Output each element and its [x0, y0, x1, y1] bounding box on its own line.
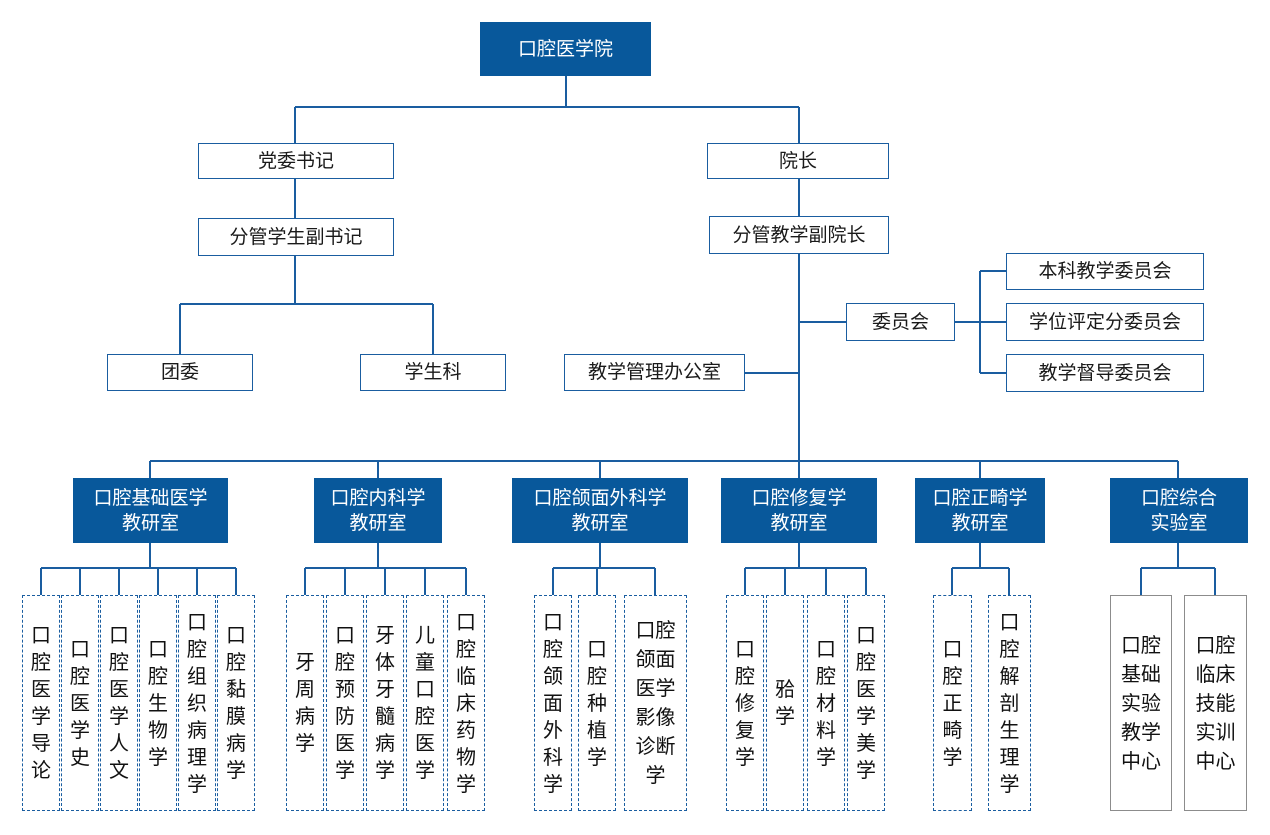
- course-label: 口腔修复学: [735, 636, 755, 769]
- course-label: 𬌗学: [775, 677, 795, 728]
- committee-label: 委员会: [871, 310, 929, 333]
- course-node: 儿童口腔医学: [406, 595, 444, 811]
- course-node: 口腔组织病理学: [178, 595, 216, 811]
- course-label: 口腔颌面医学影像诊断学: [635, 618, 676, 787]
- subcommittee-label: 本科教学委员会: [1038, 260, 1172, 282]
- course-node: 口腔黏膜病学: [217, 595, 255, 811]
- course-label: 口腔医学人文: [109, 623, 129, 782]
- course-node: 口腔修复学: [726, 595, 764, 811]
- department-node: 口腔基础医学 教研室: [73, 478, 228, 543]
- center-node: 口腔基础实验教学中心: [1110, 595, 1172, 811]
- course-label: 口腔材料学: [816, 636, 836, 769]
- department-node: 口腔正畸学 教研室: [915, 478, 1045, 543]
- course-label: 儿童口腔医学: [415, 623, 435, 782]
- course-label: 口腔预防医学: [335, 623, 355, 782]
- department-name: 口腔基础医学: [93, 486, 208, 509]
- department-name: 口腔正畸学: [932, 486, 1028, 509]
- course-node: 口腔医学导论: [22, 595, 60, 811]
- committee-node: 委员会: [846, 303, 955, 341]
- center-label: 口腔临床技能实训中心: [1195, 632, 1236, 773]
- course-node: 口腔种植学: [578, 595, 616, 811]
- department-name: 口腔内科学: [330, 486, 426, 509]
- course-node: 口腔医学人文: [100, 595, 138, 811]
- subcommittee-node: 教学督导委员会: [1006, 354, 1204, 392]
- course-node: 口腔临床药物学: [447, 595, 485, 811]
- youth-league-node: 团委: [107, 354, 253, 391]
- course-label: 口腔种植学: [587, 636, 607, 769]
- course-node: 口腔生物学: [139, 595, 177, 811]
- course-label: 口腔正畸学: [942, 636, 963, 769]
- subcommittee-label: 学位评定分委员会: [1028, 310, 1181, 333]
- department-name: 口腔颌面外科学: [533, 486, 667, 509]
- course-node: 口腔医学史: [61, 595, 99, 811]
- teaching-office-node: 教学管理办公室: [564, 354, 745, 391]
- center-label: 口腔基础实验教学中心: [1121, 632, 1161, 773]
- center-node: 口腔临床技能实训中心: [1184, 595, 1247, 811]
- course-node: 口腔预防医学: [326, 595, 364, 811]
- course-label: 口腔医学导论: [31, 623, 51, 782]
- course-node: 牙体牙髓病学: [366, 595, 404, 811]
- course-label: 口腔组织病理学: [187, 609, 207, 796]
- course-node: 口腔解剖生理学: [988, 595, 1031, 811]
- department-type: 实验室: [1150, 511, 1208, 534]
- subcommittee-node: 本科教学委员会: [1006, 253, 1204, 290]
- youth-league-label: 团委: [160, 361, 199, 383]
- subcommittee-label: 教学督导委员会: [1038, 361, 1172, 384]
- department-node: 口腔颌面外科学 教研室: [512, 478, 688, 543]
- department-name: 口腔综合: [1140, 486, 1217, 509]
- course-label: 口腔黏膜病学: [226, 623, 246, 782]
- deputy-dean-node: 分管教学副院长: [709, 216, 889, 254]
- root-label: 口腔医学院: [517, 37, 613, 60]
- course-label: 口腔临床药物学: [456, 609, 476, 796]
- course-node: 𬌗学: [766, 595, 804, 811]
- course-label: 口腔医学美学: [856, 623, 876, 782]
- department-name: 口腔修复学: [751, 486, 847, 509]
- course-label: 口腔解剖生理学: [999, 609, 1020, 796]
- course-label: 口腔生物学: [148, 636, 168, 769]
- dean-node: 院长: [707, 143, 889, 179]
- course-node: 口腔医学美学: [847, 595, 885, 811]
- course-node: 口腔颌面外科学: [534, 595, 572, 811]
- department-type: 教研室: [951, 511, 1009, 534]
- dean-label: 院长: [778, 149, 817, 172]
- course-node: 牙周病学: [286, 595, 324, 811]
- course-node: 口腔颌面医学影像诊断学: [624, 595, 687, 811]
- course-label: 牙周病学: [295, 650, 315, 755]
- department-type: 教研室: [571, 511, 629, 534]
- department-node: 口腔综合 实验室: [1110, 478, 1248, 543]
- subcommittee-node: 学位评定分委员会: [1006, 303, 1204, 341]
- deputy-dean-label: 分管教学副院长: [732, 223, 866, 246]
- teaching-office-label: 教学管理办公室: [587, 361, 721, 383]
- student-affairs-node: 学生科: [360, 354, 506, 391]
- department-node: 口腔内科学 教研室: [314, 478, 442, 543]
- course-label: 口腔颌面外科学: [543, 609, 563, 796]
- party-secretary-node: 党委书记: [198, 143, 394, 179]
- course-label: 牙体牙髓病学: [375, 623, 395, 782]
- root-node: 口腔医学院: [480, 22, 651, 76]
- department-type: 教研室: [349, 511, 407, 534]
- course-node: 口腔正畸学: [933, 595, 972, 811]
- course-node: 口腔材料学: [807, 595, 845, 811]
- party-secretary-label: 党委书记: [257, 149, 334, 172]
- deputy-secretary-label: 分管学生副书记: [229, 225, 363, 248]
- department-type: 教研室: [770, 511, 828, 534]
- student-affairs-label: 学生科: [404, 361, 462, 383]
- course-label: 口腔医学史: [70, 636, 90, 769]
- department-node: 口腔修复学 教研室: [721, 478, 877, 543]
- deputy-secretary-node: 分管学生副书记: [198, 218, 394, 256]
- department-type: 教研室: [121, 511, 179, 534]
